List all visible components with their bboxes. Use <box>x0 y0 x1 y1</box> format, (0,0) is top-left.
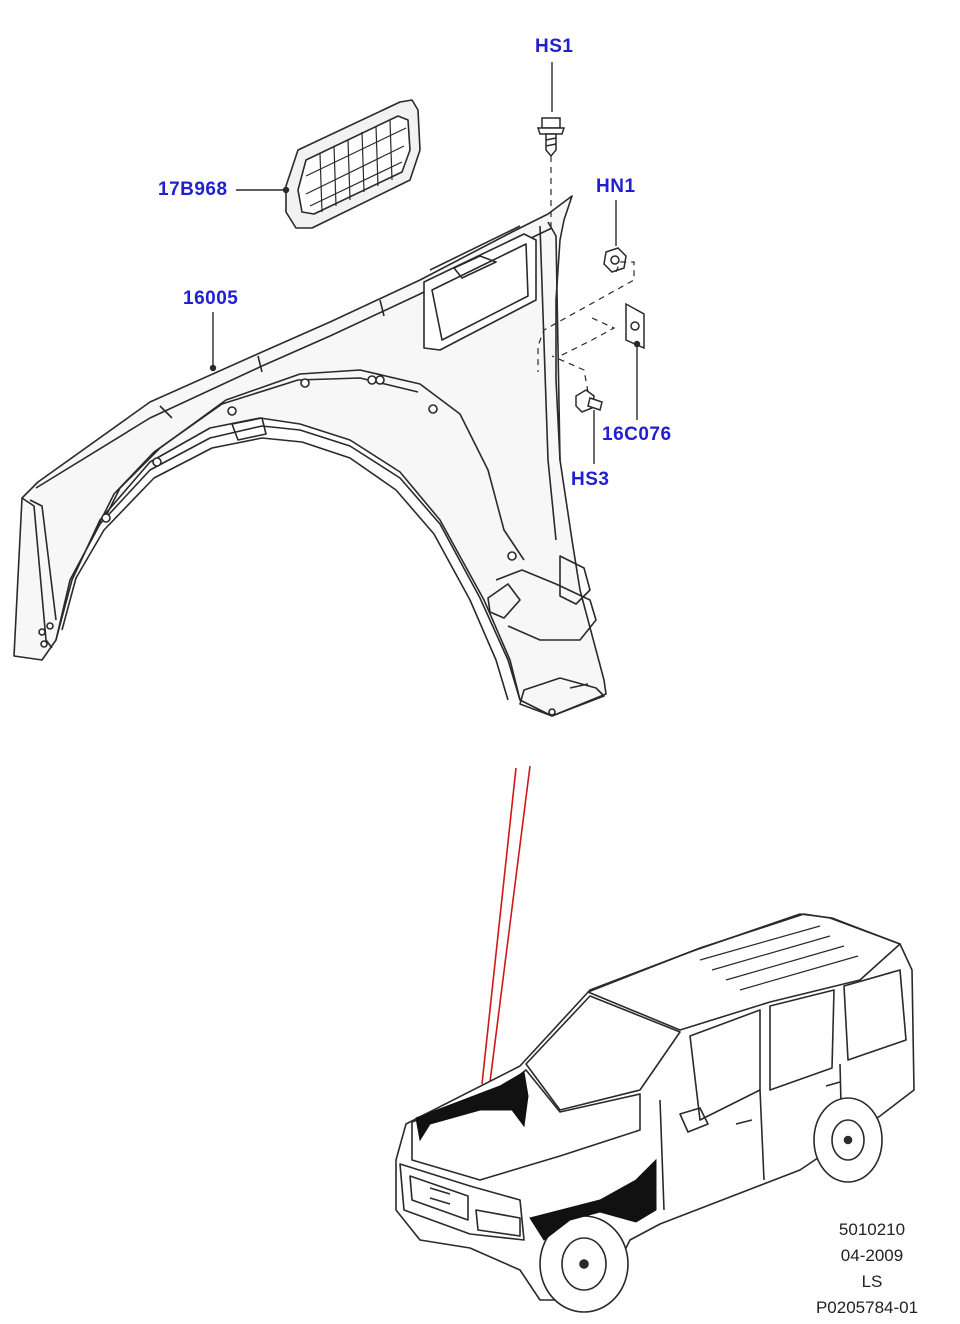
callout-hs1: HS1 <box>535 36 574 57</box>
illustration-id: P0205784-01 <box>815 1298 919 1317</box>
callout-16c076: 16C076 <box>602 424 672 445</box>
callout-17b968: 17B968 <box>158 179 228 200</box>
front-fender <box>13 195 607 717</box>
locator-lines <box>481 765 531 1085</box>
callout-hs3: HS3 <box>571 469 610 490</box>
callout-leaders <box>209 62 641 464</box>
callout-16005: 16005 <box>183 288 239 309</box>
screw-hs1 <box>536 117 566 158</box>
reference-model: LS <box>861 1272 883 1291</box>
reference-date: 04-2009 <box>840 1246 904 1265</box>
highlighted-fender <box>415 1071 657 1241</box>
vehicle-locator <box>395 913 915 1313</box>
clip-16c076 <box>625 302 645 350</box>
nut-hn1 <box>603 247 627 273</box>
side-vent-grille <box>285 99 421 229</box>
callout-hn1: HN1 <box>596 176 636 197</box>
assembly-guide-lines <box>537 156 635 393</box>
reference-code: 5010210 <box>838 1220 906 1239</box>
screw-hs3 <box>575 389 603 413</box>
